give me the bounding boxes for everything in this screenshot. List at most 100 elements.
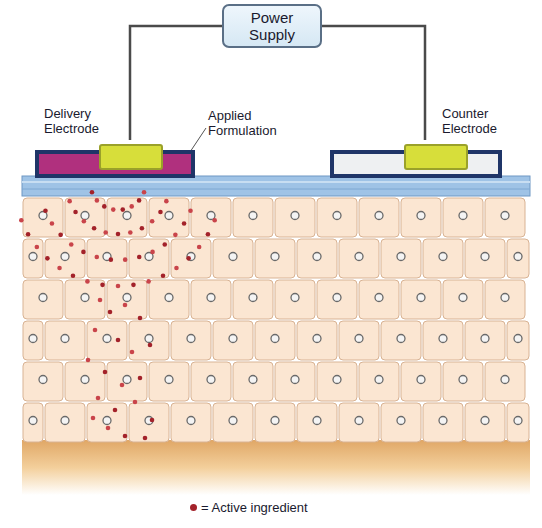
cell-nucleus: [481, 417, 489, 425]
dermis-band: [22, 440, 530, 495]
cell-nucleus: [514, 417, 522, 425]
ingredient-dot: [138, 316, 143, 321]
ingredient-dot: [69, 242, 74, 247]
skin-surface-line: [22, 181, 530, 183]
cell-nucleus: [501, 212, 509, 220]
skin-cell: [171, 239, 211, 278]
cell-nucleus: [417, 212, 425, 220]
ingredient-dot: [131, 283, 136, 288]
skin-cell: [317, 280, 357, 319]
ingredient-dot: [116, 232, 121, 237]
skin-cell: [485, 362, 525, 401]
ingredient-dot: [109, 257, 114, 262]
skin-cell: [423, 321, 463, 360]
cell-nucleus: [313, 253, 321, 261]
cell-nucleus: [481, 335, 489, 343]
ingredient-dot: [96, 396, 101, 401]
cell-nucleus: [375, 212, 383, 220]
skin-cell: [443, 280, 483, 319]
skin-cell: [191, 280, 231, 319]
skin-cell: [443, 198, 483, 237]
cell-nucleus: [333, 212, 341, 220]
cell-nucleus: [501, 294, 509, 302]
cell-nucleus: [187, 335, 195, 343]
cell-nucleus: [123, 212, 131, 220]
node-text: Power Supply: [232, 9, 312, 43]
cell-nucleus: [514, 335, 522, 343]
skin-cell: [401, 362, 441, 401]
ingredient-dot: [146, 279, 151, 284]
ingredient-dot: [86, 358, 91, 363]
cell-nucleus: [229, 417, 237, 425]
skin-cell: [191, 198, 231, 237]
ingredient-dot: [161, 273, 166, 278]
cell-nucleus: [249, 376, 257, 384]
cell-nucleus: [39, 294, 47, 302]
skin-cell: [233, 280, 273, 319]
skin-cell: [339, 239, 379, 278]
active-ingredient-dots: [19, 190, 217, 440]
cell-nucleus: [439, 253, 447, 261]
ingredient-dot: [108, 310, 113, 315]
ingredient-dot: [93, 328, 98, 333]
ingredient-dot: [116, 338, 121, 343]
skin-cell: [129, 239, 169, 278]
cell-nucleus: [291, 294, 299, 302]
cell-nucleus: [207, 294, 215, 302]
cell-nucleus: [187, 417, 195, 425]
cell-nucleus: [397, 417, 405, 425]
skin-cell: [339, 403, 379, 442]
cell-nucleus: [397, 335, 405, 343]
skin-cell: [381, 321, 421, 360]
ingredient-dot: [162, 242, 167, 247]
ingredient-dot: [57, 266, 62, 271]
skin-cell: [297, 321, 337, 360]
ingredient-dot: [138, 376, 143, 381]
cell-nucleus: [417, 294, 425, 302]
cell-nucleus: [501, 376, 509, 384]
cell-nucleus: [291, 212, 299, 220]
ingredient-dot: [95, 198, 100, 203]
skin-cell: [465, 321, 505, 360]
skin-cell: [213, 403, 253, 442]
cell-nucleus: [29, 417, 37, 425]
cell-nucleus: [459, 294, 467, 302]
power-supply-box: Power Supply: [222, 4, 322, 48]
skin-cell: [87, 321, 127, 360]
cell-nucleus: [459, 212, 467, 220]
ingredient-dot: [197, 245, 202, 250]
skin-cell: [23, 239, 43, 278]
cell-nucleus: [207, 376, 215, 384]
counter-electrode: Counter Electrode: [330, 150, 502, 178]
ingredient-dot: [26, 232, 31, 237]
skin-cell: [107, 198, 147, 237]
cell-nucleus: [417, 376, 425, 384]
ingredient-dot: [82, 219, 87, 224]
ingredient-dot: [142, 190, 147, 195]
skin-cell: [507, 321, 529, 360]
ingredient-dot: [50, 221, 55, 226]
skin-cell: [485, 280, 525, 319]
cell-nucleus: [271, 335, 279, 343]
cell-nucleus: [397, 253, 405, 261]
skin-cell: [23, 198, 63, 237]
skin-cell: [107, 280, 147, 319]
skin-cell: [275, 362, 315, 401]
cell-nucleus: [459, 376, 467, 384]
cell-nucleus: [439, 335, 447, 343]
skin-cell: [423, 403, 463, 442]
cell-nucleus: [187, 253, 195, 261]
leader-line: [190, 128, 206, 152]
skin-cell: [297, 403, 337, 442]
cell-nucleus: [103, 417, 111, 425]
skin-cell: [401, 280, 441, 319]
cell-nucleus: [271, 253, 279, 261]
ingredient-dot: [188, 208, 193, 213]
wire: [322, 26, 425, 140]
skin-cell: [191, 362, 231, 401]
cell-nucleus: [81, 294, 89, 302]
skin-cell: [401, 198, 441, 237]
skin-cell: [213, 239, 253, 278]
skin-cell: [45, 239, 85, 278]
